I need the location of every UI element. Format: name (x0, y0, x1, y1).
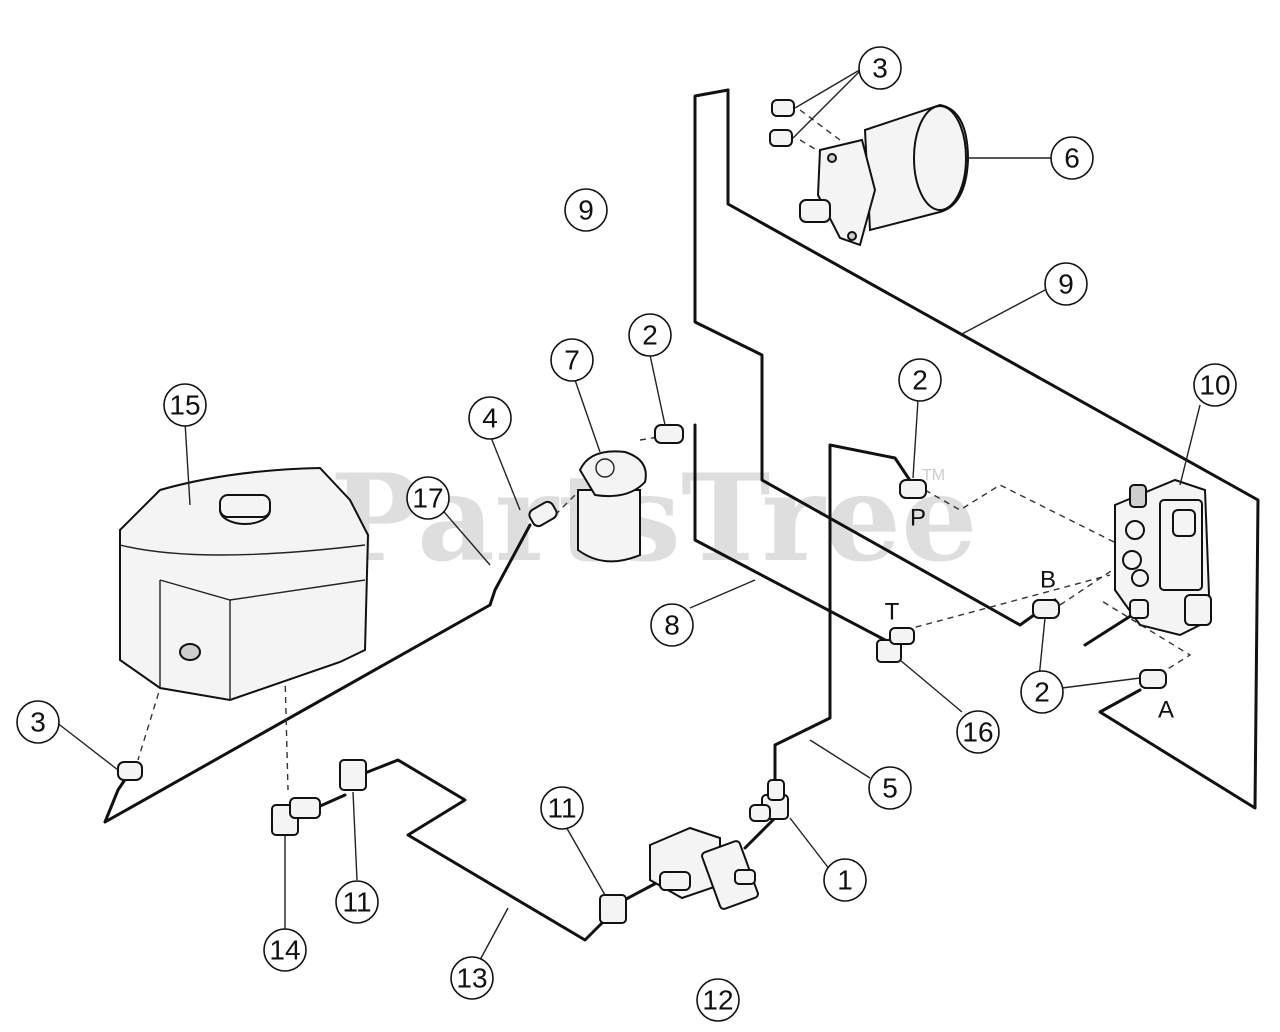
callout-1[interactable]: 1 (823, 858, 867, 902)
watermark: PartsTree TM (330, 448, 977, 589)
callout-11-mid[interactable]: 11 (540, 786, 584, 830)
control-valve[interactable] (1083, 478, 1212, 647)
svg-text:12: 12 (702, 985, 733, 1016)
watermark-trademark: TM (922, 467, 945, 484)
hose-1-link (743, 816, 777, 850)
port-labels: P B T A (885, 505, 1174, 724)
elbow-fitting-14[interactable] (271, 797, 321, 836)
svg-text:4: 4 (482, 403, 498, 434)
hose-clamps[interactable] (339, 759, 627, 924)
svg-text:5: 5 (882, 773, 898, 804)
svg-text:11: 11 (342, 887, 371, 918)
hose-9-right (726, 88, 1260, 810)
callout-2-p[interactable]: 2 (898, 358, 942, 402)
callout-6[interactable]: 6 (1050, 136, 1094, 180)
elbow-fitting-1[interactable] (749, 779, 789, 822)
callout-8[interactable]: 8 (650, 603, 694, 647)
callout-15[interactable]: 15 (163, 383, 207, 427)
watermark-text: PartsTree (330, 448, 977, 589)
hose-13 (358, 758, 622, 942)
callout-5[interactable]: 5 (868, 766, 912, 810)
svg-text:8: 8 (664, 610, 680, 641)
port-label-p: P (910, 505, 926, 532)
svg-text:6: 6 (1064, 143, 1080, 174)
svg-text:2: 2 (912, 365, 928, 396)
svg-text:3: 3 (30, 707, 46, 738)
callout-2-b[interactable]: 2 (1020, 670, 1064, 714)
port-label-a: A (1158, 697, 1174, 724)
callout-17[interactable]: 17 (406, 476, 450, 520)
callout-11-left[interactable]: 11 (335, 880, 379, 924)
hydraulic-tank[interactable] (119, 466, 370, 702)
callout-9-right[interactable]: 9 (1044, 262, 1088, 306)
callouts: 3 6 9 9 10 2 2 7 4 17 15 3 8 2 16 5 1 11… (16, 46, 1237, 1022)
callout-9-top[interactable]: 9 (564, 188, 608, 232)
callout-14[interactable]: 14 (263, 928, 307, 972)
oil-filter[interactable] (527, 424, 684, 563)
svg-text:9: 9 (578, 195, 594, 226)
svg-text:2: 2 (642, 320, 658, 351)
callout-7[interactable]: 7 (550, 338, 594, 382)
port-label-b: B (1040, 567, 1056, 594)
hose-8 (693, 423, 887, 642)
svg-text:2: 2 (1034, 677, 1050, 708)
callout-16[interactable]: 16 (956, 710, 1000, 754)
hydraulic-motor[interactable] (799, 103, 970, 247)
callout-10[interactable]: 10 (1193, 363, 1237, 407)
svg-text:13: 13 (456, 963, 487, 994)
port-label-t: T (885, 599, 900, 626)
callout-12[interactable]: 12 (696, 978, 740, 1022)
leader-lines (55, 67, 1201, 961)
valve-port-fittings[interactable] (899, 479, 1167, 689)
callout-3-tank[interactable]: 3 (16, 700, 60, 744)
callout-4[interactable]: 4 (468, 396, 512, 440)
motor-fittings[interactable] (769, 99, 795, 147)
callout-3-motor[interactable]: 3 (858, 46, 902, 90)
svg-text:14: 14 (269, 935, 300, 966)
elbow-fitting-16[interactable] (876, 627, 915, 663)
callout-2-filter[interactable]: 2 (628, 313, 672, 357)
svg-text:17: 17 (412, 483, 443, 514)
svg-text:10: 10 (1199, 370, 1230, 401)
hose-17 (103, 523, 532, 824)
svg-text:11: 11 (547, 793, 576, 824)
svg-text:15: 15 (169, 390, 200, 421)
tank-fitting[interactable] (117, 761, 143, 781)
svg-text:16: 16 (962, 717, 993, 748)
svg-text:7: 7 (564, 345, 580, 376)
hose-5 (773, 443, 917, 802)
svg-text:1: 1 (837, 865, 853, 896)
hose-lines (103, 88, 1260, 942)
svg-text:3: 3 (872, 53, 888, 84)
svg-text:9: 9 (1058, 269, 1074, 300)
callout-13[interactable]: 13 (450, 956, 494, 1000)
hydraulic-pump[interactable] (649, 826, 759, 910)
hose-9-outer (693, 88, 1057, 627)
